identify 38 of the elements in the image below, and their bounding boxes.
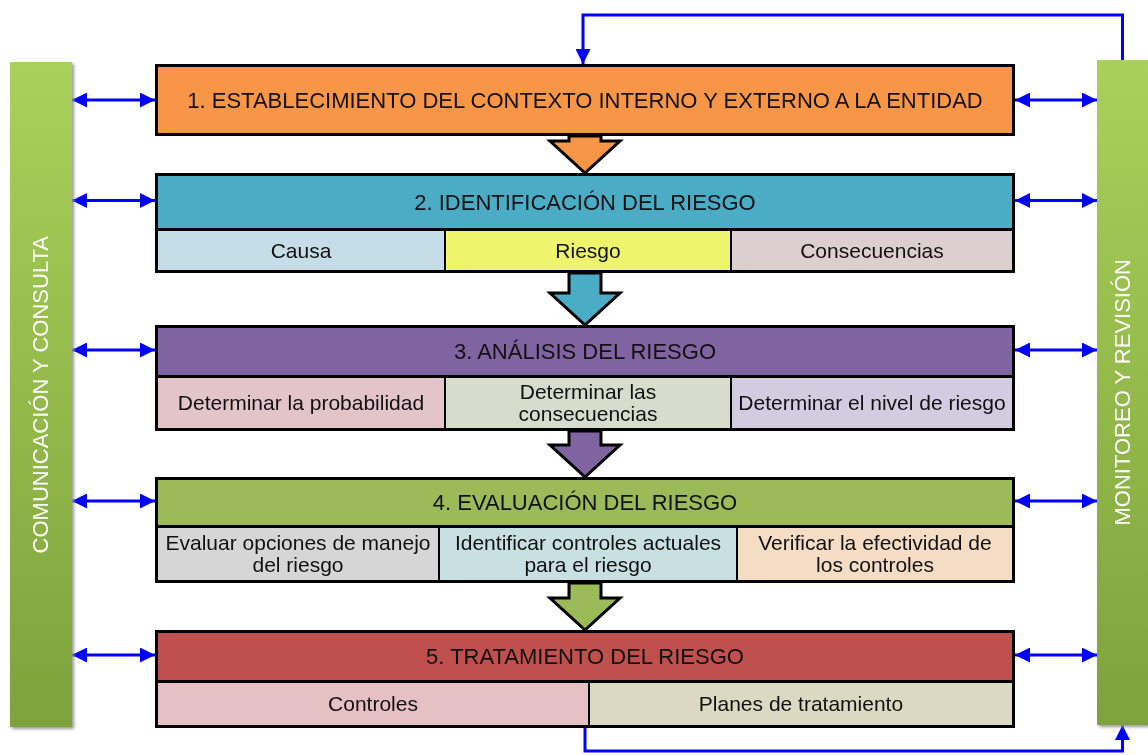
activity-panel: Identificar controles actuales para el riesgo	[438, 525, 736, 580]
stage-panel	[155, 173, 1015, 273]
stage-heading: 4. EVALUACIÓN DEL RIESGO	[158, 480, 1012, 525]
double-arrow	[1015, 92, 1097, 108]
stage-panel	[155, 325, 1015, 431]
double-arrow	[72, 92, 155, 108]
double-arrow	[1015, 193, 1097, 208]
block-arrow	[546, 271, 624, 328]
block-arrow	[546, 134, 624, 176]
activity-panel: Determinar las consecuencias	[444, 375, 730, 428]
activity-panel: Riesgo	[444, 228, 730, 270]
activity-panel: Consecuencias	[730, 228, 1012, 270]
stage-panel	[155, 630, 1015, 728]
stage-panel	[155, 477, 1015, 583]
block-arrow	[546, 429, 624, 480]
stage-heading: 1. ESTABLECIMIENTO DEL CONTEXTO INTERNO Y EXTERNO A LA ENTIDAD	[158, 67, 1012, 133]
activity-panel: Controles	[158, 680, 588, 725]
activity-panel: Determinar la probabilidad	[158, 375, 444, 428]
stage-heading: 5. TRATAMIENTO DEL RIESGO	[158, 633, 1012, 680]
activity-panel: Causa	[158, 228, 444, 270]
double-arrow	[1015, 493, 1097, 509]
double-arrow	[1015, 647, 1097, 663]
activity-panel: Verificar la efectividad de los controles	[736, 525, 1012, 580]
activity-panel: Determinar el nivel de riesgo	[730, 375, 1012, 428]
double-arrow	[72, 342, 155, 358]
feedback-arrow	[583, 725, 1130, 753]
stage-heading: 3. ANÁLISIS DEL RIESGO	[158, 328, 1012, 375]
block-arrow	[546, 581, 624, 633]
activity-panel: Planes de tratamiento	[588, 680, 1012, 725]
double-arrow	[72, 193, 155, 208]
double-arrow	[1015, 342, 1097, 358]
side-band: COMUNICACIÓN Y CONSULTA	[10, 62, 72, 727]
activity-panel: Evaluar opciones de manejo del riesgo	[158, 525, 438, 580]
double-arrow	[72, 647, 155, 663]
feedback-arrow	[575, 13, 1124, 64]
stage-heading: 2. IDENTIFICACIÓN DEL RIESGO	[158, 176, 1012, 228]
side-band: MONITOREO Y REVISIÓN	[1097, 60, 1148, 725]
double-arrow	[72, 493, 155, 509]
